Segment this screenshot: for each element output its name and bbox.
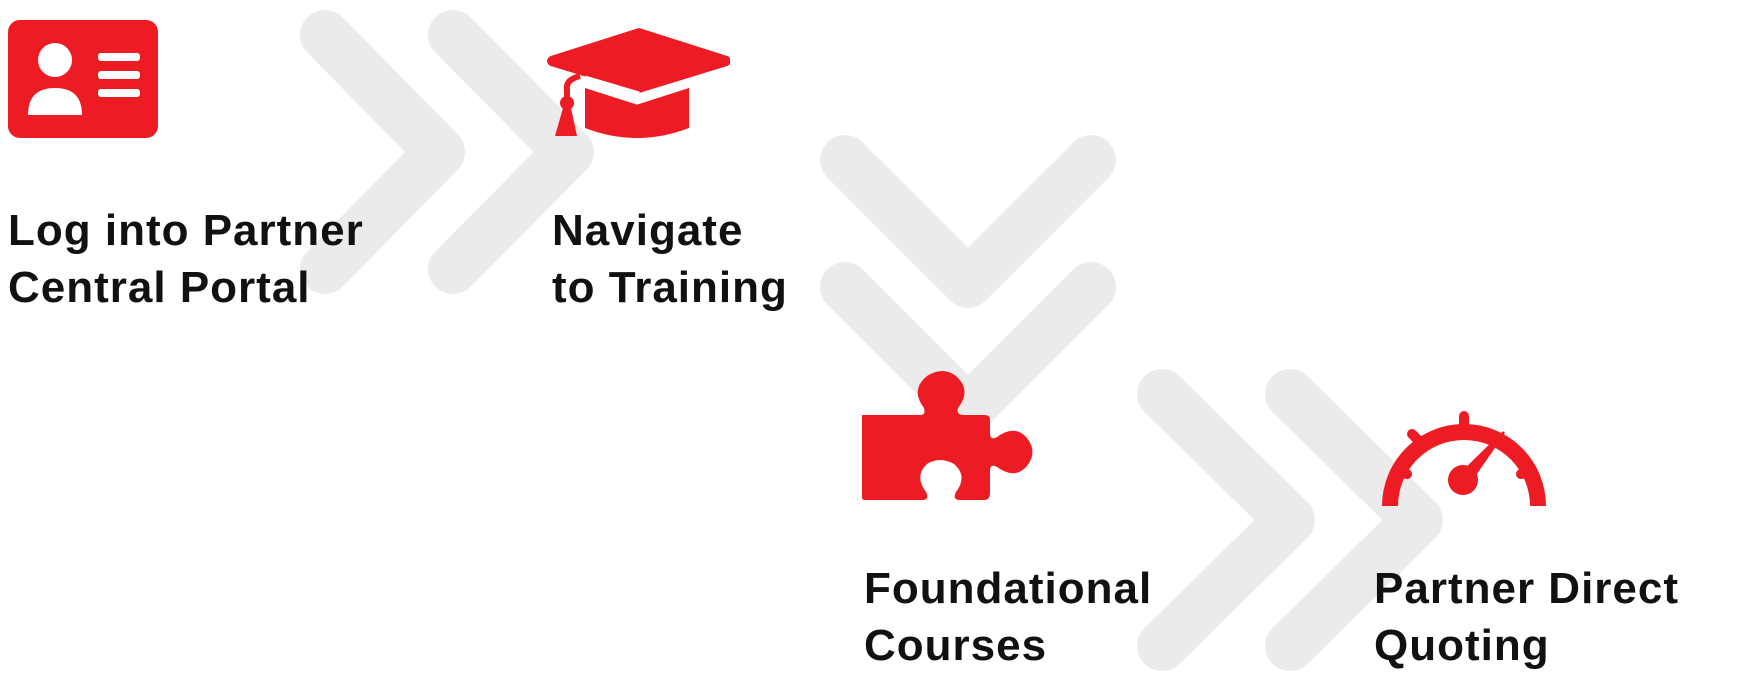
chevron-right-icon bbox=[1137, 369, 1315, 671]
chevron-right-icon bbox=[428, 10, 594, 294]
step-4-label: Partner Direct Quoting bbox=[1374, 560, 1679, 674]
id-card-icon bbox=[8, 20, 158, 138]
speedometer-icon bbox=[1382, 411, 1546, 506]
step-4-label-line1: Partner Direct bbox=[1374, 564, 1680, 613]
chevron-down-icon bbox=[820, 135, 1116, 308]
step-2-label-line2: to Training bbox=[552, 263, 788, 312]
puzzle-piece-icon bbox=[862, 371, 1033, 500]
graduation-cap-icon bbox=[547, 28, 730, 138]
step-1-label-line1: Log into Partner bbox=[8, 206, 364, 255]
chevron-down-icon bbox=[820, 262, 1116, 435]
chevron-right-icon bbox=[1265, 369, 1443, 671]
step-3-label-line2: Courses bbox=[864, 621, 1048, 670]
step-1-label: Log into Partner Central Portal bbox=[8, 202, 364, 316]
chevron-right-icon bbox=[300, 10, 465, 294]
step-2-label-line1: Navigate bbox=[552, 206, 744, 255]
step-1-label-line2: Central Portal bbox=[8, 263, 311, 312]
step-2-label: Navigate to Training bbox=[552, 202, 788, 316]
step-3-label-line1: Foundational bbox=[864, 564, 1153, 613]
step-3-label: Foundational Courses bbox=[864, 560, 1152, 674]
step-4-label-line2: Quoting bbox=[1374, 621, 1550, 670]
